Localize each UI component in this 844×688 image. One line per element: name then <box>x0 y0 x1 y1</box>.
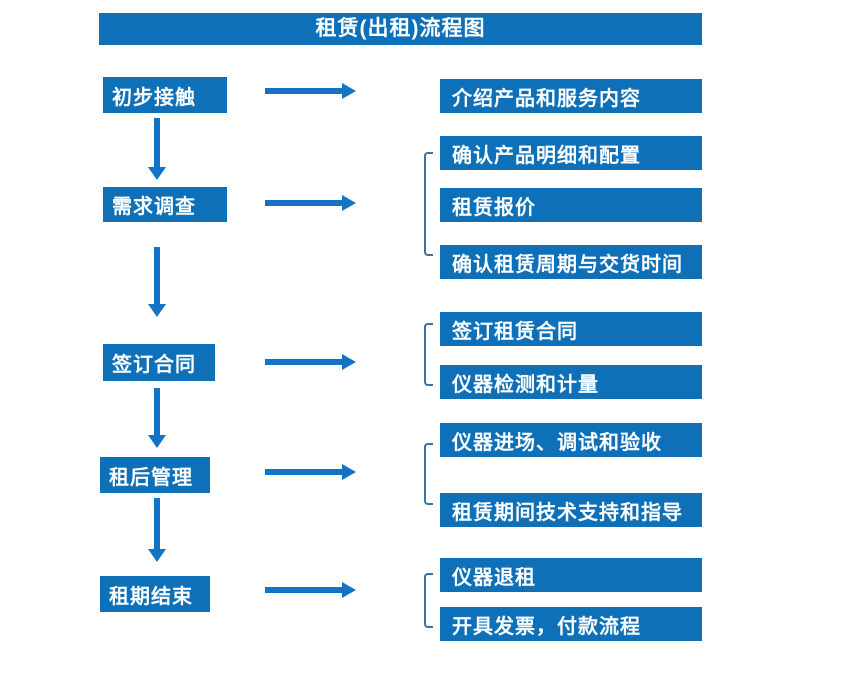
arrow-head <box>342 83 356 99</box>
detail-label: 租赁报价 <box>452 196 536 219</box>
detail-label: 确认产品明细和配置 <box>452 144 641 167</box>
detail-box: 仪器进场、调试和验收 <box>440 423 702 457</box>
arrow-head <box>342 582 356 598</box>
arrow-shaft <box>265 200 342 206</box>
stage-sign-contract: 签订合同 <box>103 344 215 381</box>
stage-initial-contact: 初步接触 <box>103 77 227 113</box>
detail-box: 仪器检测和计量 <box>440 365 702 399</box>
arrow-head <box>342 464 356 480</box>
arrow-head <box>342 354 356 370</box>
arrow-head <box>148 304 166 317</box>
detail-label: 仪器退租 <box>452 566 536 589</box>
right-arrow-icon <box>265 83 356 99</box>
detail-box: 签订租赁合同 <box>440 312 702 346</box>
stage-demand-survey: 需求调查 <box>103 187 227 222</box>
detail-box: 租赁期间技术支持和指导 <box>440 493 702 527</box>
down-arrow-icon <box>148 118 166 180</box>
stage-post-rental-management: 租后管理 <box>100 457 210 493</box>
arrow-shaft <box>265 359 342 365</box>
detail-label: 介绍产品和服务内容 <box>452 87 641 110</box>
detail-label: 确认租赁周期与交货时间 <box>452 253 683 276</box>
arrow-head <box>342 195 356 211</box>
stage-label: 租后管理 <box>109 466 193 489</box>
down-arrow-icon <box>148 498 166 562</box>
detail-box: 确认产品明细和配置 <box>440 136 702 170</box>
stage-label: 初步接触 <box>112 86 196 109</box>
group-bracket <box>424 443 433 505</box>
down-arrow-icon <box>148 388 166 448</box>
group-bracket <box>424 573 433 628</box>
arrow-shaft <box>265 587 342 593</box>
arrow-head <box>148 435 166 448</box>
group-bracket <box>424 323 433 386</box>
arrow-shaft <box>154 247 160 304</box>
detail-box: 确认租赁周期与交货时间 <box>440 245 702 279</box>
arrow-shaft <box>265 469 342 475</box>
stage-rental-end: 租期结束 <box>100 576 210 612</box>
detail-label: 租赁期间技术支持和指导 <box>452 501 683 524</box>
detail-box: 仪器退租 <box>440 558 702 592</box>
group-bracket <box>424 152 433 256</box>
detail-label: 开具发票，付款流程 <box>452 615 641 638</box>
arrow-head <box>148 167 166 180</box>
arrow-shaft <box>265 88 342 94</box>
right-arrow-icon <box>265 464 356 480</box>
arrow-shaft <box>154 388 160 435</box>
right-arrow-icon <box>265 582 356 598</box>
detail-box: 介绍产品和服务内容 <box>440 79 702 113</box>
detail-label: 签订租赁合同 <box>452 320 578 343</box>
arrow-head <box>148 549 166 562</box>
arrow-shaft <box>154 118 160 167</box>
down-arrow-icon <box>148 247 166 317</box>
detail-box: 租赁报价 <box>440 188 702 222</box>
stage-label: 需求调查 <box>112 196 196 218</box>
arrow-shaft <box>154 498 160 549</box>
detail-box: 开具发票，付款流程 <box>440 607 702 641</box>
right-arrow-icon <box>265 195 356 211</box>
detail-label: 仪器检测和计量 <box>452 373 599 396</box>
stage-label: 签订合同 <box>112 354 196 376</box>
flowchart-title: 租赁(出租)流程图 <box>99 13 702 45</box>
stage-label: 租期结束 <box>109 585 193 608</box>
right-arrow-icon <box>265 354 356 370</box>
detail-label: 仪器进场、调试和验收 <box>452 431 662 454</box>
